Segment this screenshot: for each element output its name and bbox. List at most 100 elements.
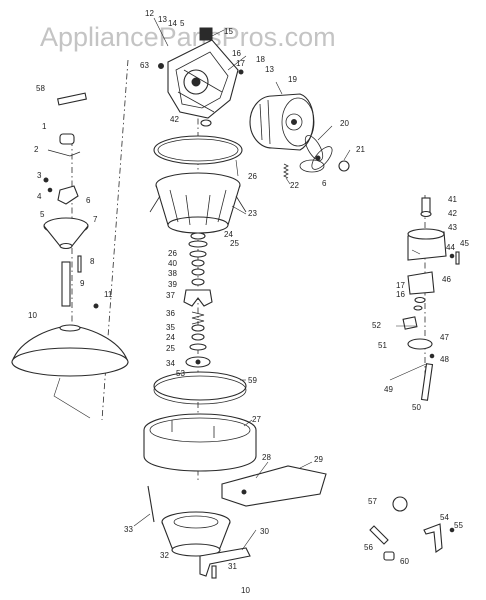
- washer-17-right[interactable]: [414, 296, 426, 304]
- part-label: 12: [145, 9, 154, 18]
- bracket-30[interactable]: [199, 547, 251, 577]
- flange-34[interactable]: [185, 356, 211, 368]
- part-label: 1: [42, 122, 47, 131]
- part-label: 16: [232, 49, 241, 58]
- pin-33[interactable]: [147, 485, 155, 523]
- part-label: 5: [40, 210, 45, 219]
- screw-31[interactable]: [211, 565, 217, 579]
- part-label: 25: [166, 344, 175, 353]
- part-label: 41: [448, 195, 457, 204]
- part-label: 15: [224, 27, 233, 36]
- coupler-37[interactable]: [183, 289, 213, 307]
- washer-24[interactable]: [190, 232, 206, 240]
- washer-25[interactable]: [188, 240, 208, 248]
- ring-35[interactable]: [191, 324, 205, 332]
- part-label: 49: [384, 385, 393, 394]
- sleeve-9[interactable]: [61, 261, 71, 307]
- part-label: 10: [28, 311, 37, 320]
- pin-8[interactable]: [77, 255, 82, 273]
- part-label: 25: [230, 239, 239, 248]
- part-label: 50: [412, 403, 421, 412]
- washer-42-right[interactable]: [420, 210, 432, 218]
- cone-7[interactable]: [43, 217, 89, 250]
- washer-26[interactable]: [189, 250, 207, 258]
- part-label: 32: [160, 551, 169, 560]
- washer-16-right[interactable]: [413, 305, 423, 311]
- part-label: 30: [260, 527, 269, 536]
- part-label: 17: [396, 281, 405, 290]
- part-label: 44: [446, 243, 455, 252]
- ring-39[interactable]: [191, 278, 205, 286]
- capacitor-1[interactable]: [59, 133, 75, 145]
- part-label: 43: [448, 223, 457, 232]
- part-label: 26: [168, 249, 177, 258]
- spring-36[interactable]: [191, 311, 205, 325]
- part-label: 16: [396, 290, 405, 299]
- part-label: 27: [252, 415, 261, 424]
- bracket-54[interactable]: [423, 523, 443, 553]
- base-tub[interactable]: [143, 413, 257, 472]
- spring-22[interactable]: [283, 163, 289, 179]
- motor[interactable]: [249, 93, 315, 151]
- pedestal-base[interactable]: [161, 511, 231, 557]
- washer-25-lower[interactable]: [189, 343, 207, 351]
- screw-55[interactable]: [449, 527, 455, 533]
- impeller-basket[interactable]: [149, 172, 247, 234]
- cover-plate[interactable]: [221, 465, 327, 507]
- watermark: AppliancePartsPros.com: [40, 22, 336, 52]
- fan-nut[interactable]: [338, 160, 350, 172]
- ball-57[interactable]: [392, 496, 408, 512]
- leader-lines: [133, 17, 427, 551]
- part-label: 42: [170, 115, 179, 124]
- ring-38-upper[interactable]: [191, 268, 205, 276]
- ring-40[interactable]: [191, 259, 205, 267]
- washer-4[interactable]: [47, 187, 53, 193]
- ring-band-59[interactable]: [153, 371, 247, 405]
- part-label: 6: [86, 196, 91, 205]
- screw-13[interactable]: [238, 69, 244, 75]
- knob-housing-43[interactable]: [407, 228, 447, 261]
- part-label: 20: [340, 119, 349, 128]
- part-label: 29: [314, 455, 323, 464]
- screw-63[interactable]: [158, 63, 164, 69]
- switch-46[interactable]: [407, 271, 435, 295]
- dome-cover[interactable]: [11, 324, 129, 377]
- switch-bracket-6[interactable]: [57, 185, 79, 205]
- block-51[interactable]: [402, 316, 418, 330]
- screw-44[interactable]: [449, 253, 455, 259]
- screw-28[interactable]: [241, 489, 247, 495]
- part-label: 19: [288, 75, 297, 84]
- part-label: 6: [322, 179, 327, 188]
- clip-45[interactable]: [455, 251, 460, 265]
- screw-11[interactable]: [93, 303, 99, 309]
- part-label: 26: [248, 172, 257, 181]
- screw-3[interactable]: [43, 177, 49, 183]
- part-label: 60: [400, 557, 409, 566]
- washer-24-lower[interactable]: [191, 333, 205, 341]
- disc-47[interactable]: [407, 338, 433, 350]
- part-label: 10: [241, 586, 250, 595]
- fan-blade[interactable]: [299, 133, 336, 173]
- nut-60[interactable]: [383, 551, 395, 561]
- washer-42[interactable]: [200, 119, 212, 127]
- part-label: 14: [168, 19, 177, 28]
- part-label: 7: [93, 215, 98, 224]
- part-label: 9: [80, 279, 85, 288]
- part-label: 5: [180, 19, 185, 28]
- part-label: 58: [36, 84, 45, 93]
- part-label: 40: [168, 259, 177, 268]
- part-label: 35: [166, 323, 175, 332]
- motor-housing[interactable]: [167, 27, 239, 119]
- rod-50[interactable]: [420, 363, 434, 401]
- screw-48[interactable]: [429, 353, 435, 359]
- part-label: 37: [166, 291, 175, 300]
- part-label: 53: [176, 369, 185, 378]
- key-56[interactable]: [369, 525, 389, 545]
- clip-2[interactable]: [47, 149, 81, 157]
- dome-leader: [53, 377, 91, 419]
- part-label: 47: [440, 333, 449, 342]
- strap-58[interactable]: [57, 92, 87, 106]
- part-label: 24: [166, 333, 175, 342]
- shaft-41[interactable]: [421, 197, 431, 213]
- gasket-ring[interactable]: [153, 135, 243, 165]
